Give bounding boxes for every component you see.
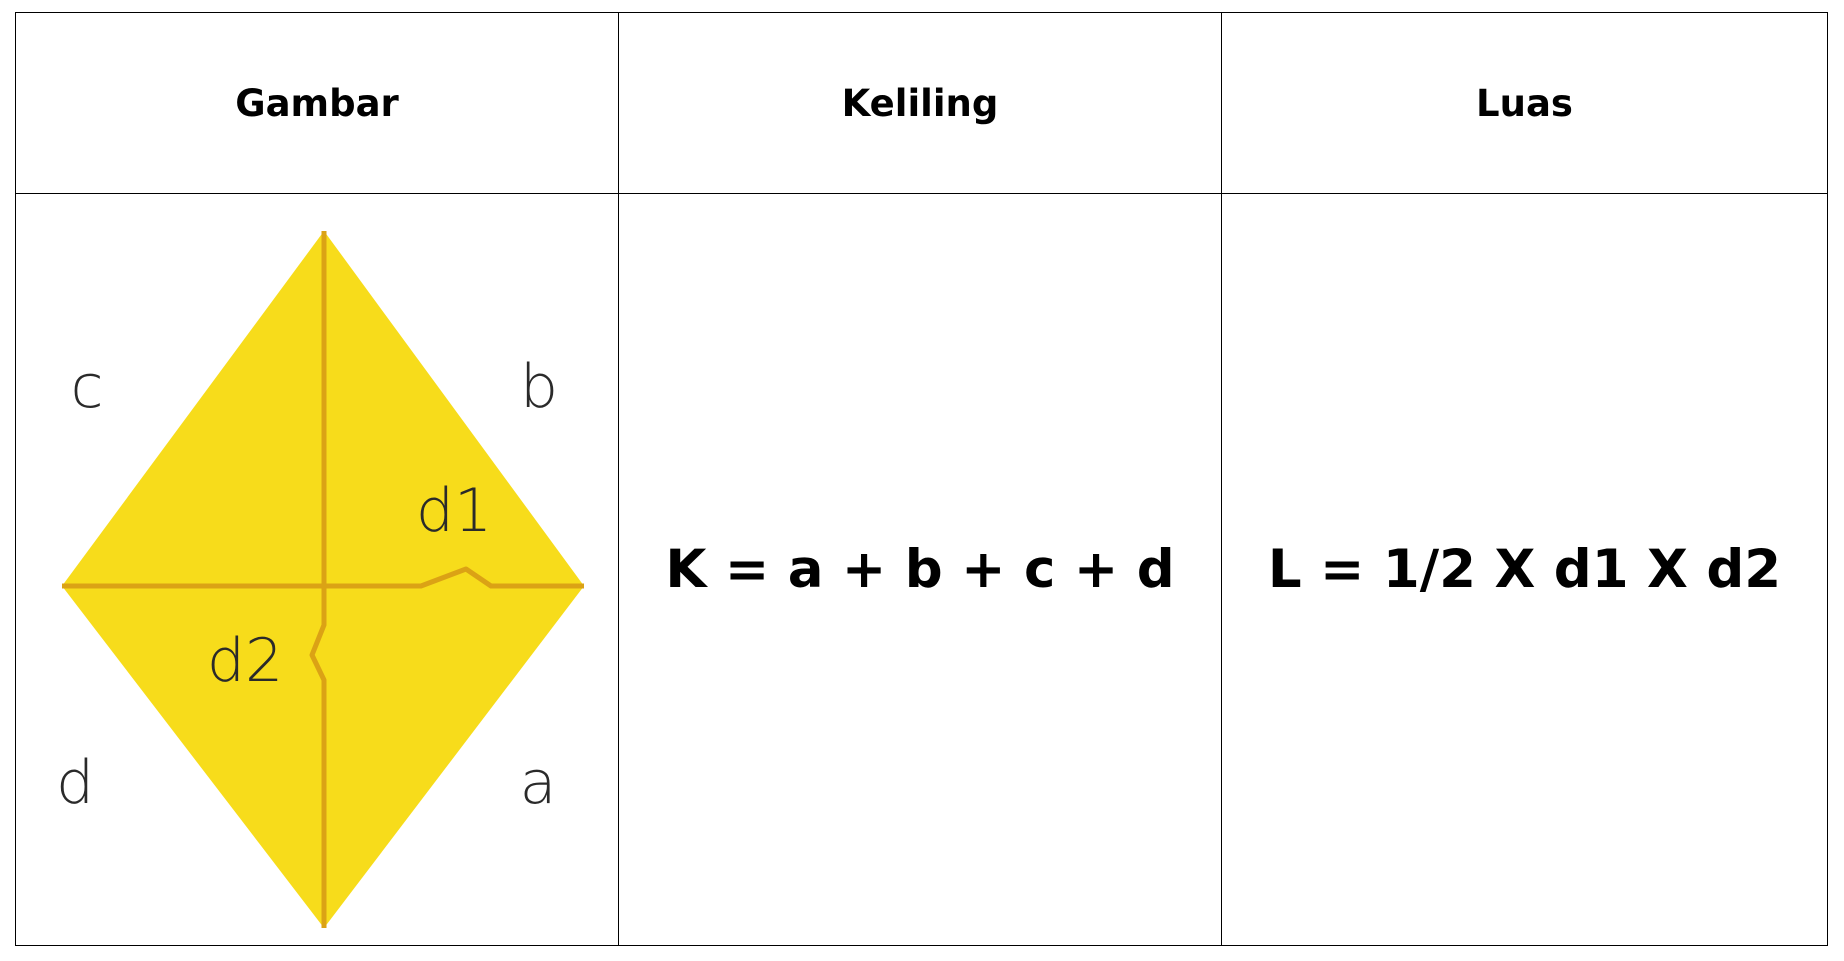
diagonal-d2-line (309, 231, 327, 928)
diagonal-d1-line (62, 566, 584, 589)
kite-formula-table: Gambar Keliling Luas c b d a d1 d2 (15, 12, 1828, 946)
area-cell: L = 1/2 X d1 X d2 (1221, 193, 1828, 946)
area-formula: L = 1/2 X d1 X d2 (1267, 539, 1782, 600)
header-figure: Gambar (15, 12, 619, 194)
table-row: c b d a d1 d2 K = a + b + c + d L = 1/2 … (15, 193, 1828, 946)
side-label-b: b (520, 352, 558, 422)
header-perimeter: Keliling (618, 12, 1222, 194)
diagonal-label-d2: d2 (207, 626, 283, 696)
side-label-a: a (520, 748, 557, 818)
header-area: Luas (1221, 12, 1828, 194)
perimeter-formula: K = a + b + c + d (665, 539, 1175, 600)
kite-figure: c b d a d1 d2 (56, 231, 584, 928)
side-label-d: d (56, 748, 94, 818)
figure-cell: c b d a d1 d2 (15, 193, 619, 946)
side-label-c: c (71, 352, 104, 422)
perimeter-cell: K = a + b + c + d (618, 193, 1222, 946)
diagonal-label-d1: d1 (416, 476, 492, 546)
table-header-row: Gambar Keliling Luas (15, 12, 1828, 194)
